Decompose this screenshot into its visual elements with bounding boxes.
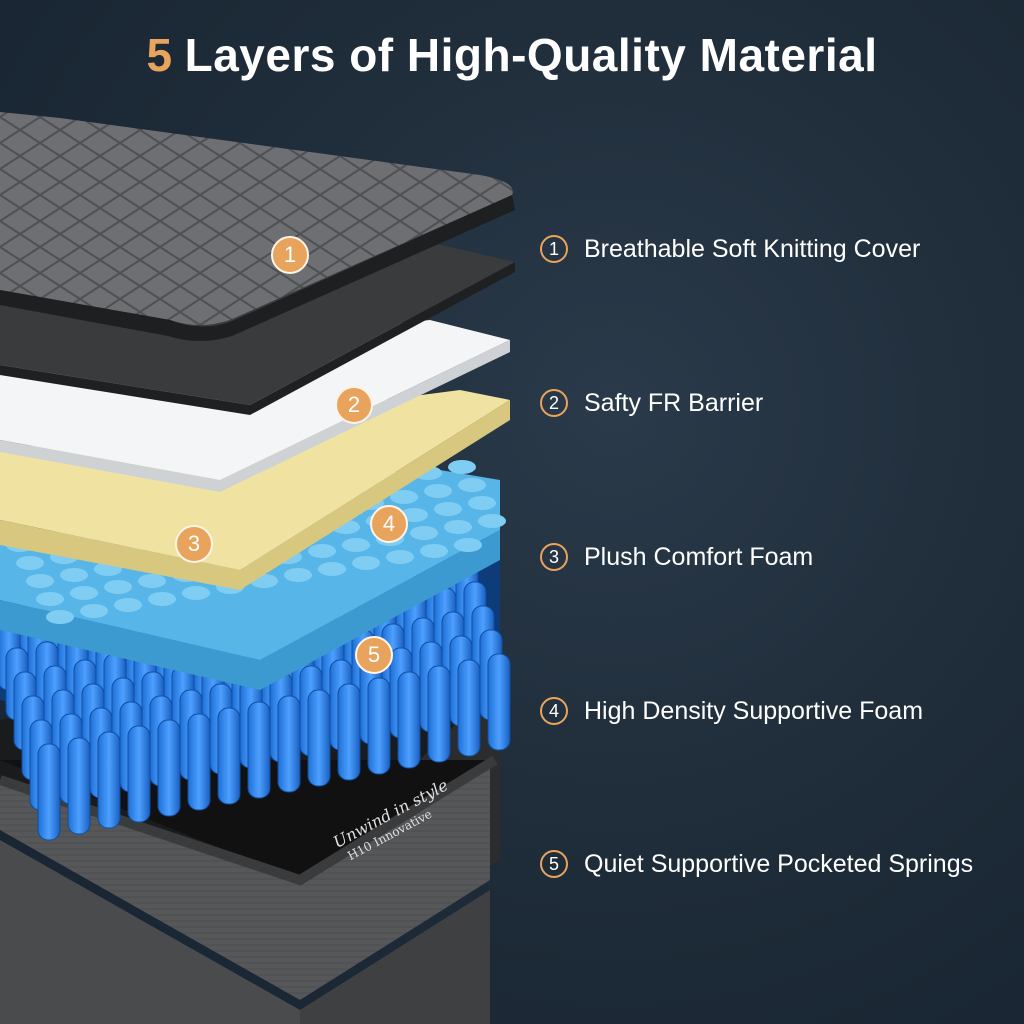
- foam-bump: [448, 460, 476, 474]
- spring-coil: [277, 695, 301, 793]
- legend-number-4: 4: [540, 697, 568, 725]
- knitting-cover: [0, 112, 515, 341]
- foam-bump: [434, 502, 462, 516]
- foam-bump: [70, 586, 98, 600]
- spring-coil: [427, 665, 451, 763]
- spring-coil: [157, 719, 181, 817]
- foam-bump: [46, 610, 74, 624]
- legend-item-5: 5 Quiet Supportive Pocketed Springs: [540, 847, 973, 881]
- foam-bump: [420, 544, 448, 558]
- marker-3: 3: [175, 525, 213, 563]
- spring-coil: [37, 743, 61, 841]
- marker-5: 5: [355, 636, 393, 674]
- foam-bump: [424, 484, 452, 498]
- legend-number-3: 3: [540, 543, 568, 571]
- legend-number-1: 1: [540, 235, 568, 263]
- spring-coil: [487, 653, 511, 751]
- foam-bump: [36, 592, 64, 606]
- marker-2: 2: [335, 386, 373, 424]
- foam-bump: [148, 592, 176, 606]
- spring-coil: [367, 677, 391, 775]
- legend-item-3: 3 Plush Comfort Foam: [540, 540, 813, 574]
- legend-label-2: Safty FR Barrier: [584, 388, 764, 417]
- legend-item-2: 2 Safty FR Barrier: [540, 386, 763, 420]
- legend-label-1: Breathable Soft Knitting Cover: [584, 234, 921, 263]
- foam-bump: [468, 496, 496, 510]
- foam-bump: [308, 544, 336, 558]
- spring-coil: [97, 731, 121, 829]
- marker-1: 1: [271, 236, 309, 274]
- spring-coil: [217, 707, 241, 805]
- foam-bump: [352, 556, 380, 570]
- foam-bump: [138, 574, 166, 588]
- legend-number-2: 2: [540, 389, 568, 417]
- spring-coil: [127, 725, 151, 823]
- foam-bump: [318, 562, 346, 576]
- foam-bump: [444, 520, 472, 534]
- legend-item-1: 1 Breathable Soft Knitting Cover: [540, 232, 920, 266]
- spring-coil: [337, 683, 361, 781]
- spring-coil: [187, 713, 211, 811]
- foam-bump: [60, 568, 88, 582]
- foam-bump: [342, 538, 370, 552]
- foam-bump: [80, 604, 108, 618]
- legend-number-5: 5: [540, 850, 568, 878]
- foam-bump: [284, 568, 312, 582]
- title-text: Layers of High-Quality Material: [184, 29, 878, 81]
- foam-bump: [454, 538, 482, 552]
- legend-label-3: Plush Comfort Foam: [584, 542, 814, 571]
- foam-bump: [386, 550, 414, 564]
- spring-coil: [397, 671, 421, 769]
- spring-coil: [247, 701, 271, 799]
- foam-bump: [390, 490, 418, 504]
- foam-bump: [478, 514, 506, 528]
- legend-label-4: High Density Supportive Foam: [584, 696, 924, 725]
- foam-bump: [182, 586, 210, 600]
- legend-label-5: Quiet Supportive Pocketed Springs: [584, 849, 974, 878]
- foam-bump: [114, 598, 142, 612]
- spring-coil: [67, 737, 91, 835]
- foam-bump: [410, 526, 438, 540]
- foam-bump: [458, 478, 486, 492]
- legend-item-4: 4 High Density Supportive Foam: [540, 694, 923, 728]
- spring-coil: [307, 689, 331, 787]
- foam-bump: [104, 580, 132, 594]
- title-number: 5: [146, 29, 173, 81]
- foam-bump: [16, 556, 44, 570]
- spring-coil: [457, 659, 481, 757]
- foam-bump: [26, 574, 54, 588]
- marker-4: 4: [370, 505, 408, 543]
